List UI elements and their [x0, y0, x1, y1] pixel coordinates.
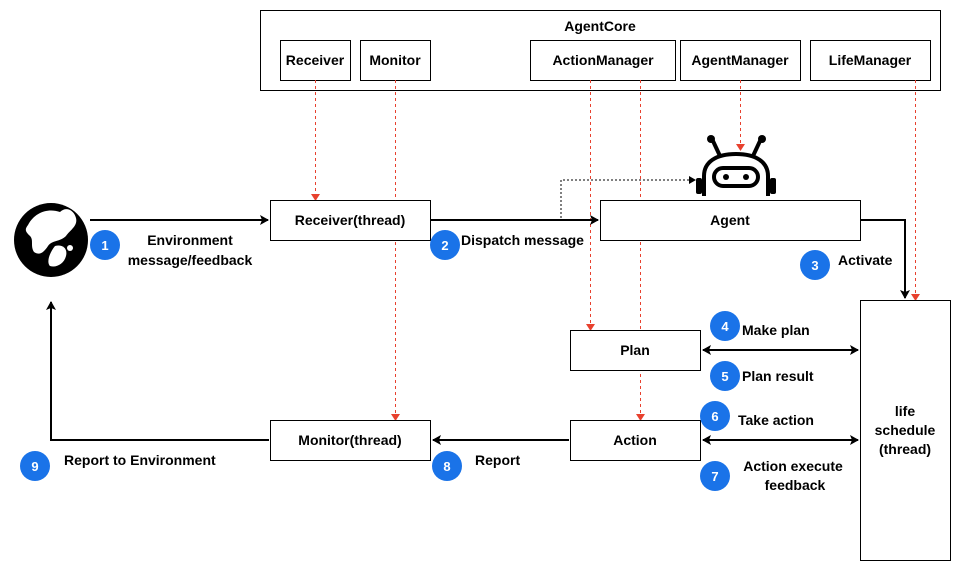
module-links: [315, 80, 916, 415]
step-badge: [700, 401, 730, 431]
module-life-manager-label: LifeManager: [829, 52, 912, 68]
step-label: Take action: [738, 412, 814, 428]
flow-arrows: [46, 215, 910, 445]
agent-label: Agent: [710, 212, 750, 228]
step-label-line-2: message/feedback: [128, 252, 253, 268]
step-badge: [710, 311, 740, 341]
node-life-schedule: life schedule (thread): [860, 300, 951, 561]
step-number: 2: [441, 238, 448, 253]
step-label-line-1: Environment: [147, 232, 233, 248]
step-number: 6: [711, 409, 718, 424]
life-schedule-line-3: (thread): [879, 441, 931, 457]
step-badge: [20, 451, 50, 481]
module-agent-manager-label: AgentManager: [691, 52, 789, 68]
step-number: 7: [711, 469, 718, 484]
agent-core-title: AgentCore: [564, 18, 636, 34]
step-7: 7 Action execute feedback: [700, 458, 843, 493]
step-2: 2 Dispatch message: [430, 230, 584, 260]
step-label: Plan result: [742, 368, 814, 384]
node-monitor-thread: Monitor(thread): [270, 420, 431, 461]
node-action: Action: [570, 420, 701, 461]
step-3: 3 Activate: [800, 250, 893, 280]
agent-core: AgentCore Receiver Monitor ActionManager…: [260, 10, 941, 91]
step-4: 4 Make plan: [710, 311, 810, 341]
receiver-thread-label: Receiver(thread): [295, 212, 406, 228]
step-number: 8: [443, 459, 450, 474]
step-number: 5: [721, 369, 728, 384]
step-badge: [710, 361, 740, 391]
step-label: Make plan: [742, 322, 810, 338]
step-badge: [700, 461, 730, 491]
step-badge: [800, 250, 830, 280]
node-agent: Agent: [600, 200, 861, 241]
node-plan: Plan: [570, 330, 701, 371]
step-badge: [90, 230, 120, 260]
dispatch-to-robot-link: [560, 179, 690, 218]
step-number: 4: [721, 319, 729, 334]
node-receiver-thread: Receiver(thread): [270, 200, 431, 241]
module-monitor-label: Monitor: [369, 52, 421, 68]
module-link-heads: [311, 144, 920, 421]
arrow-monitor-to-env: [46, 301, 269, 441]
step-1: 1 Environment message/feedback: [90, 230, 252, 268]
step-label: Activate: [838, 252, 893, 268]
step-label-line-2: feedback: [765, 477, 826, 493]
module-action-manager: [530, 40, 676, 81]
robot-icon: [696, 135, 776, 196]
step-label: Report: [475, 452, 520, 468]
step-5: 5 Plan result: [710, 361, 814, 391]
step-number: 1: [101, 238, 108, 253]
plan-label: Plan: [620, 342, 650, 358]
step-label: Report to Environment: [64, 452, 216, 468]
step-badge: [432, 451, 462, 481]
step-label-line-1: Action execute: [743, 458, 843, 474]
module-monitor: [360, 40, 431, 81]
module-life-manager: [810, 40, 931, 81]
step-badge: [430, 230, 460, 260]
life-schedule-line-1: life: [895, 403, 915, 419]
arrow-agent-to-life: [861, 219, 910, 299]
module-receiver-label: Receiver: [286, 52, 345, 68]
action-label: Action: [613, 432, 657, 448]
step-label: Dispatch message: [461, 232, 584, 248]
step-number: 3: [811, 258, 818, 273]
step-8: 8 Report: [432, 451, 520, 481]
step-number: 9: [31, 459, 38, 474]
step-9: 9 Report to Environment: [20, 451, 216, 481]
monitor-thread-label: Monitor(thread): [298, 432, 401, 448]
step-6: 6 Take action: [700, 401, 814, 431]
module-action-manager-label: ActionManager: [552, 52, 654, 68]
life-schedule-line-2: schedule: [875, 422, 936, 438]
globe-icon: [14, 203, 88, 277]
module-receiver: [280, 40, 351, 81]
